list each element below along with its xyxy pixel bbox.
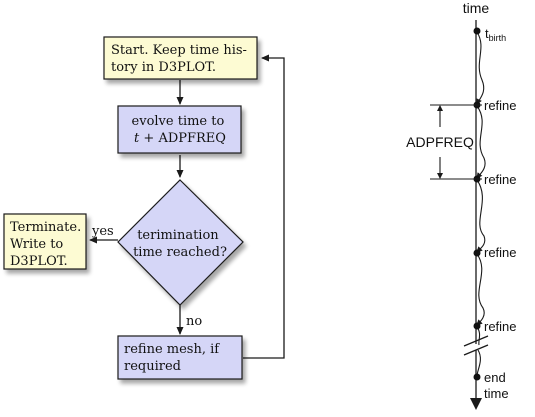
tbirth-dot — [473, 27, 481, 35]
evolve-node — [117, 105, 242, 154]
refine-label-3: refine — [484, 245, 517, 260]
arrow-loop-back — [243, 54, 285, 359]
refine-node-text: refine mesh, if required — [124, 342, 223, 374]
timeline: time tbirth refine refine refine refine … — [406, 0, 517, 410]
start-node — [103, 36, 258, 80]
axis-break-marker — [463, 335, 489, 356]
terminate-node — [3, 213, 87, 270]
time-axis-top-label: time — [463, 0, 490, 16]
yes-label: yes — [91, 224, 114, 239]
refine-node — [117, 335, 243, 380]
flowchart: Start. Keep time his- tory in D3PLOT. ev… — [3, 36, 285, 380]
end-dot — [473, 373, 481, 381]
evolve-node-text: evolve time to t + ADPFREQ — [132, 114, 229, 146]
refine-label-4: refine — [484, 319, 517, 334]
no-label: no — [186, 314, 202, 329]
tbirth-label: tbirth — [485, 26, 506, 43]
adpfreq-dimension — [430, 104, 482, 180]
start-node-text: Start. Keep time his- tory in D3PLOT. — [111, 43, 251, 75]
refine-label-1: refine — [484, 98, 517, 113]
decision-node-text: terimination time reached? — [133, 228, 227, 260]
refine-label-2: refine — [484, 172, 517, 187]
refine-dot-3 — [473, 249, 481, 257]
adpfreq-label: ADPFREQ — [406, 134, 474, 150]
end-time-label: end time — [484, 370, 509, 401]
refine-dot-4 — [473, 322, 481, 330]
terminate-node-text: Terminate. Write to D3PLOT. — [10, 220, 85, 269]
decision-node — [117, 179, 244, 306]
